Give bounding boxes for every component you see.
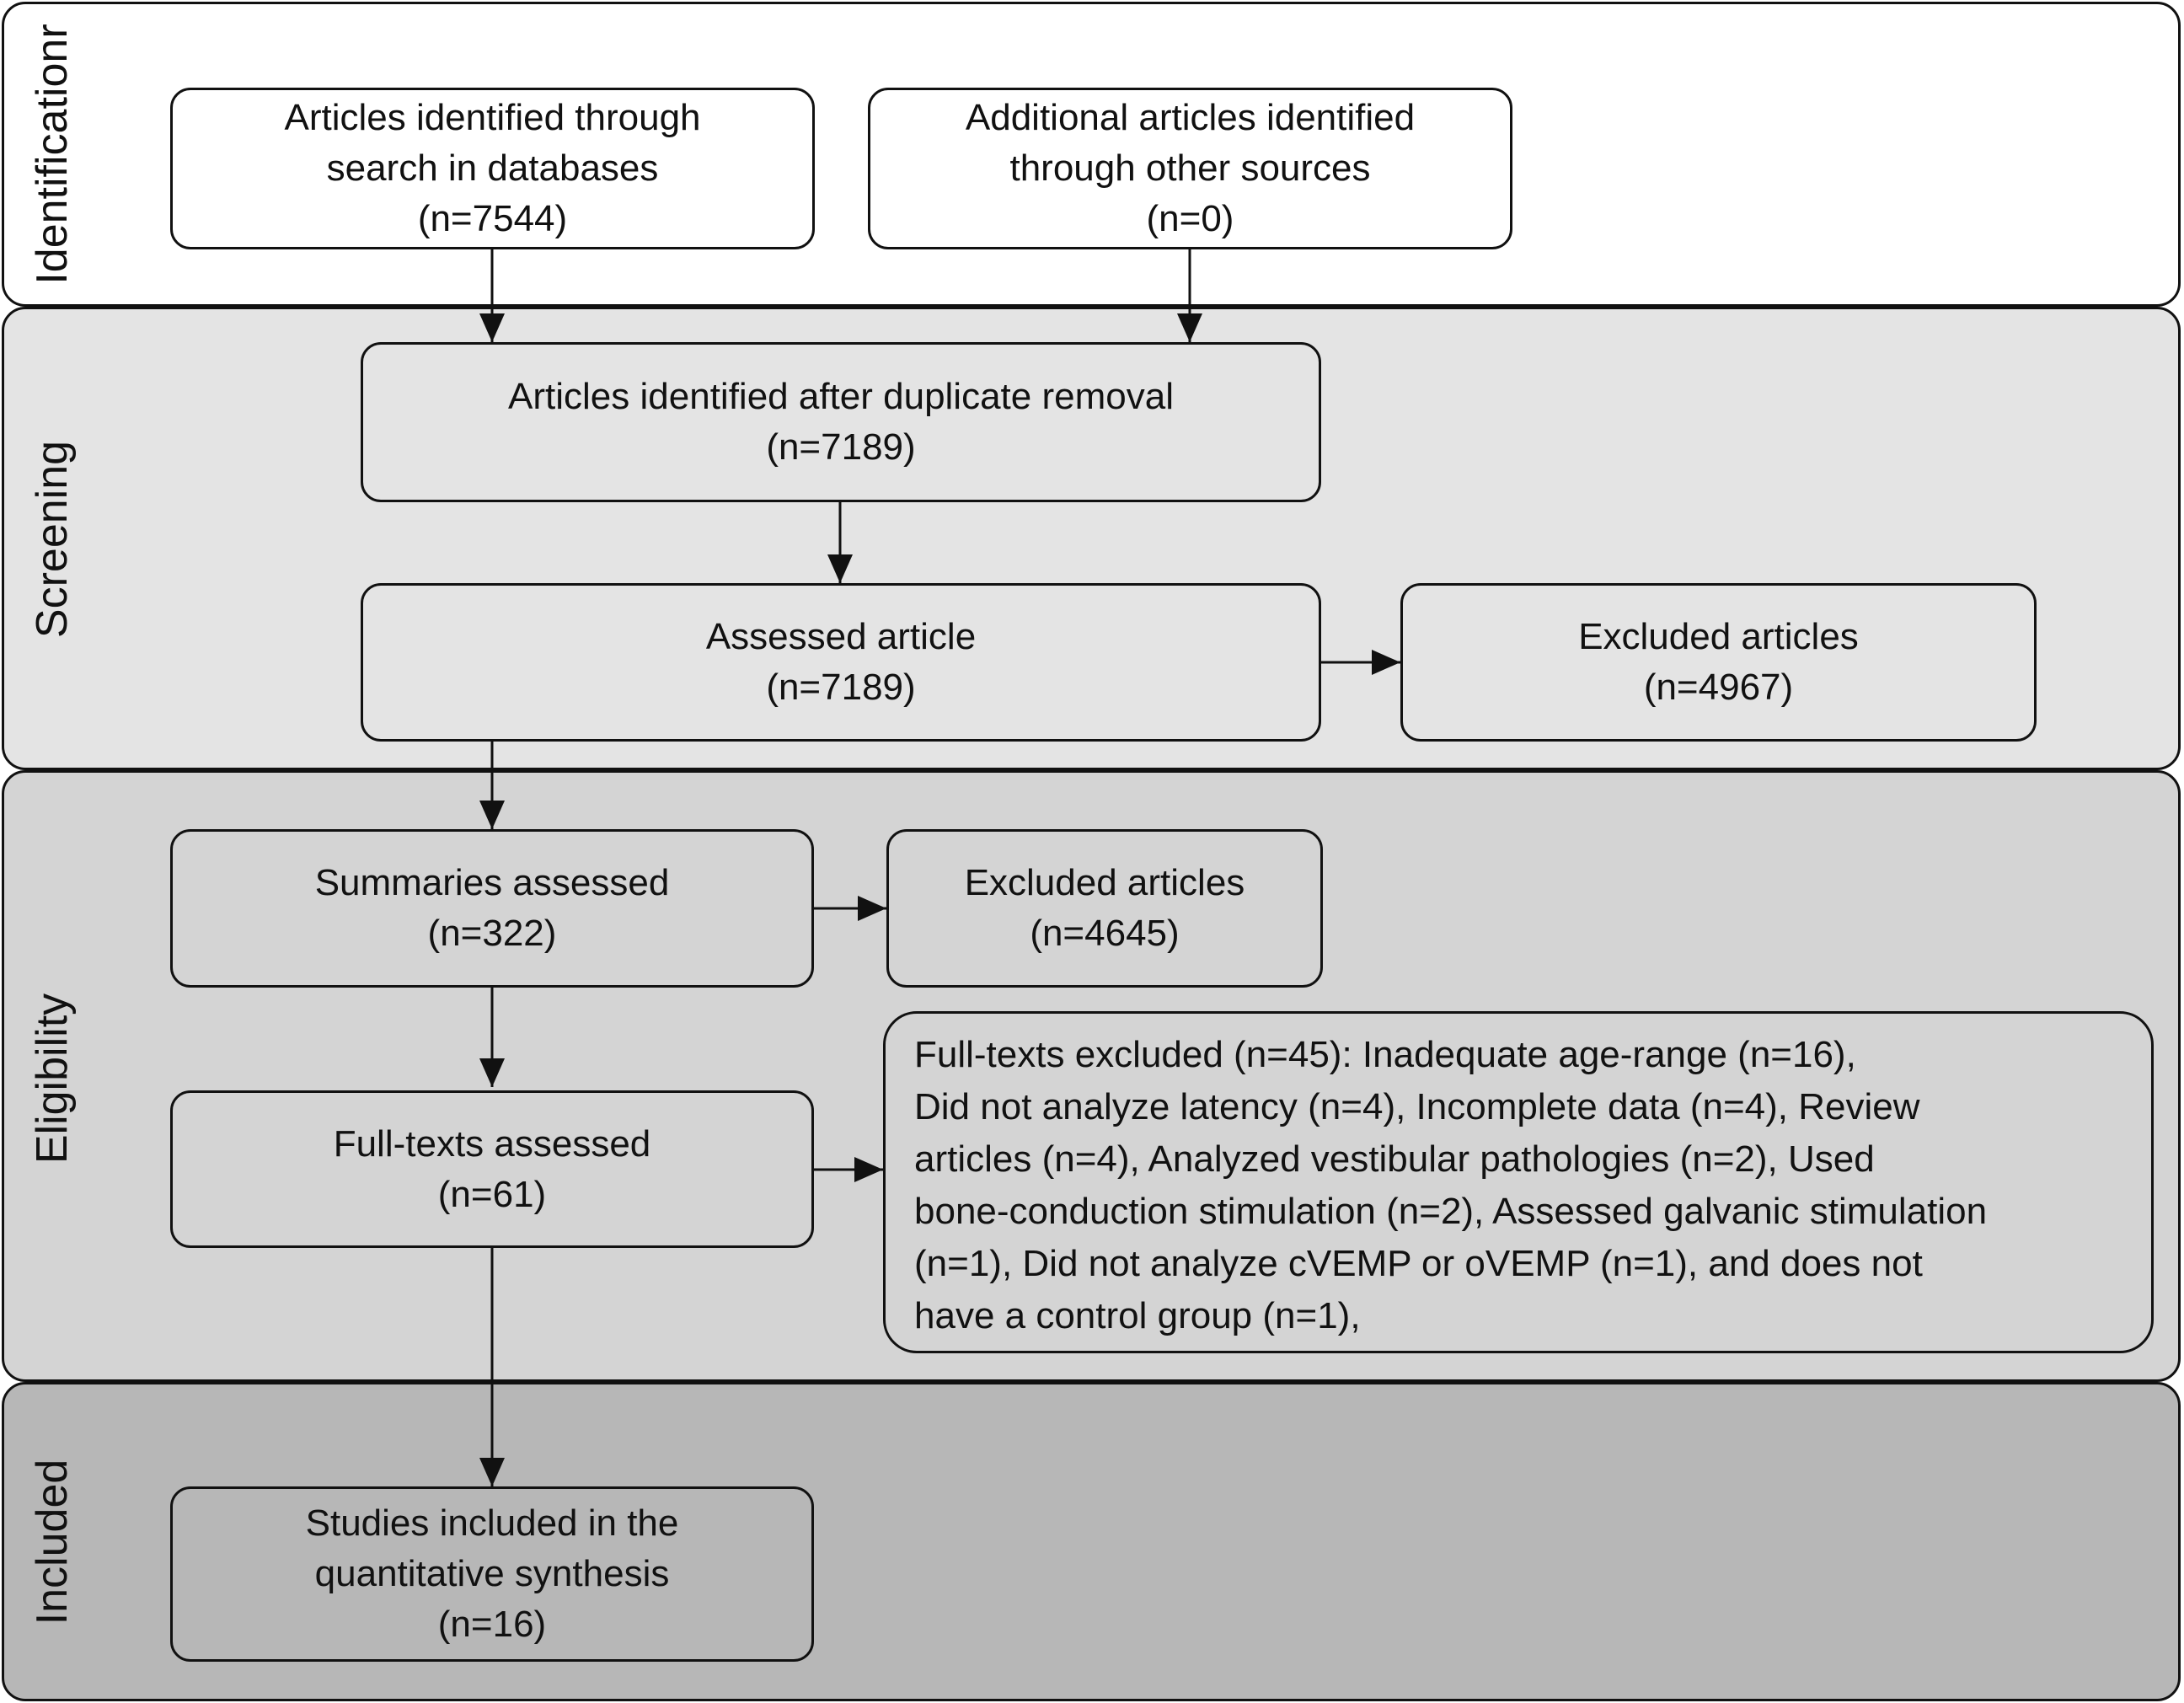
assessed-article-box: Assessed article (n=7189)	[361, 583, 1321, 742]
included-band	[2, 1382, 2181, 1701]
box-line: search in databases	[326, 147, 659, 189]
box-line: (n=4645)	[1030, 913, 1180, 954]
box-line: (n=7544)	[417, 198, 568, 239]
box-line: Excluded articles	[964, 862, 1245, 903]
box-line: Assessed article	[705, 616, 977, 657]
box-line: Did not analyze latency (n=4), Incomplet…	[914, 1086, 1920, 1127]
box-line: through other sources	[1009, 147, 1371, 189]
box-line: (n=0)	[1146, 198, 1234, 239]
box-line: (n=4967)	[1643, 667, 1794, 708]
other-sources-box: Additional articles identified through o…	[868, 88, 1512, 249]
box-line: Summaries assessed	[314, 862, 670, 903]
fulltexts-excluded-box: Full-texts excluded (n=45): Inadequate a…	[883, 1011, 2154, 1353]
box-line: (n=61)	[437, 1173, 547, 1215]
box-line: Additional articles identified	[965, 97, 1416, 138]
box-line: (n=7189)	[766, 426, 916, 468]
box-line: have a control group (n=1),	[914, 1295, 1361, 1336]
excluded-screening-box: Excluded articles (n=4967)	[1400, 583, 2037, 742]
duplicates-removed-box: Articles identified after duplicate remo…	[361, 342, 1321, 502]
box-line: bone-conduction stimulation (n=2), Asses…	[914, 1191, 1988, 1232]
box-line: Studies included in the	[305, 1502, 679, 1544]
box-line: articles (n=4), Analyzed vestibular path…	[914, 1138, 1875, 1180]
box-line: Articles identified after duplicate remo…	[508, 376, 1174, 417]
summaries-assessed-box: Summaries assessed (n=322)	[170, 829, 814, 988]
box-line: (n=1), Did not analyze cVEMP or oVEMP (n…	[914, 1243, 1923, 1284]
box-line: Full-texts assessed	[333, 1122, 651, 1165]
database-search-box: Articles identified through search in da…	[170, 88, 815, 249]
box-line: (n=7189)	[766, 667, 916, 708]
box-line: Excluded articles	[1578, 616, 1859, 657]
identification-band	[2, 2, 2181, 307]
eligibility-band	[2, 770, 2181, 1382]
box-line: Full-texts excluded (n=45): Inadequate a…	[914, 1034, 1856, 1075]
box-line: Articles identified through	[284, 97, 701, 138]
box-line: (n=322)	[427, 913, 557, 954]
fulltexts-assessed-box: Full-texts assessed (n=61)	[170, 1090, 814, 1248]
included-studies-box: Studies included in the quantitative syn…	[170, 1486, 814, 1662]
box-line: quantitative synthesis	[314, 1553, 670, 1594]
box-line: (n=16)	[437, 1604, 547, 1645]
screening-band	[2, 307, 2181, 770]
excluded-summaries-box: Excluded articles (n=4645)	[886, 829, 1323, 988]
